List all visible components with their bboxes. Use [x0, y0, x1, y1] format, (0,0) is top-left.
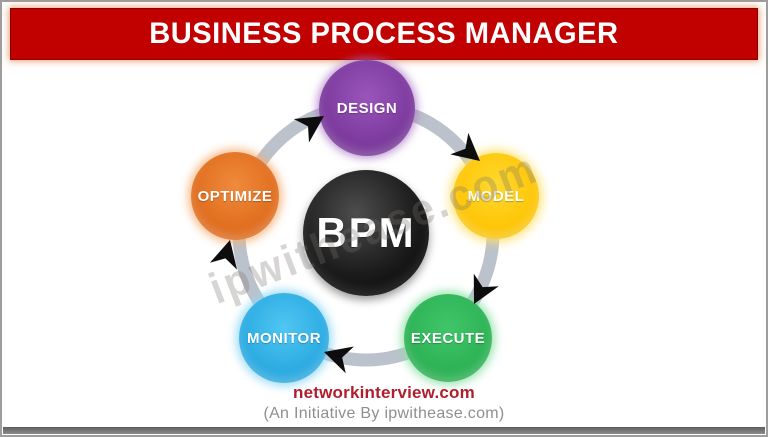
footer-site-text: networkinterview.com [293, 383, 475, 402]
node-optimize: OPTIMIZE [191, 152, 279, 240]
node-model: MODEL [453, 153, 539, 239]
page-title: BUSINESS PROCESS MANAGER [149, 17, 619, 50]
node-center-label: BPM [316, 209, 416, 256]
node-design-label: DESIGN [336, 99, 398, 117]
footer: networkinterview.com (An Initiative By i… [0, 383, 768, 423]
node-design: DESIGN [319, 60, 415, 156]
footer-tagline-text: (An Initiative By ipwithease.com) [263, 405, 505, 422]
node-monitor-label: MONITOR [246, 329, 322, 347]
bottom-shadow-bar [3, 427, 765, 434]
node-center-bpm: BPM [303, 170, 429, 296]
node-monitor: MONITOR [239, 293, 329, 383]
node-optimize-label: OPTIMIZE [197, 187, 273, 205]
title-banner: BUSINESS PROCESS MANAGER [10, 8, 758, 60]
node-model-label: MODEL [467, 187, 525, 205]
node-execute-label: EXECUTE [410, 329, 486, 347]
node-execute: EXECUTE [404, 294, 492, 382]
